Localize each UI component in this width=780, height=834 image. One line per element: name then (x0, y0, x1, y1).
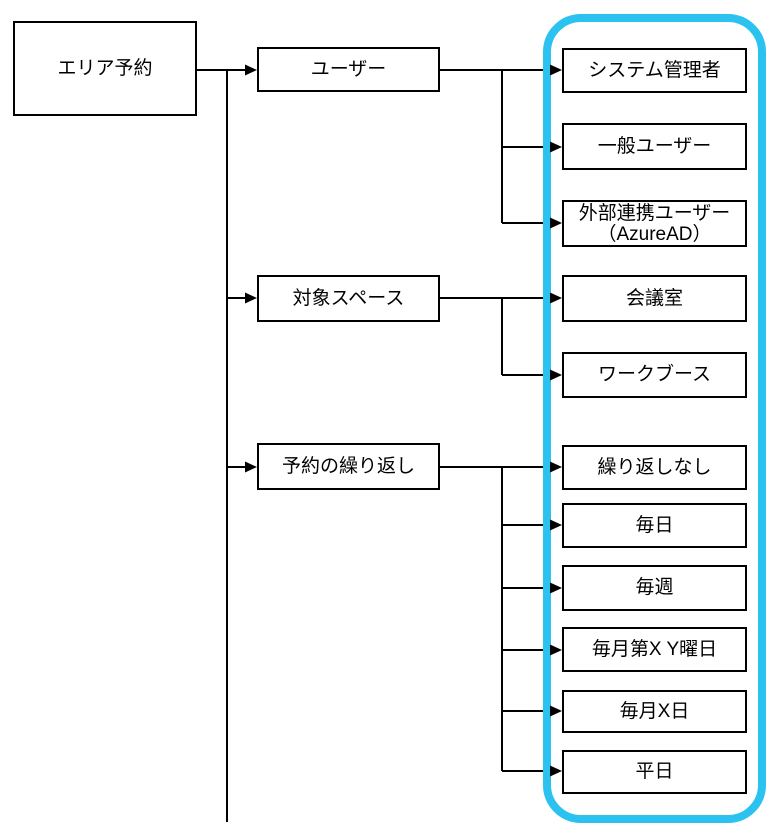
node-target-space: 対象スペース (257, 275, 440, 322)
node-weekly: 毎週 (562, 565, 747, 611)
node-general-user: 一般ユーザー (562, 123, 747, 170)
node-area-reservation: エリア予約 (13, 21, 197, 116)
node-weekday: 平日 (562, 750, 747, 794)
node-monthly-nth-weekday: 毎月第X Y曜日 (562, 627, 747, 672)
node-meeting-room: 会議室 (562, 275, 747, 322)
node-system-admin: システム管理者 (562, 48, 747, 93)
node-reservation-repeat: 予約の繰り返し (257, 443, 440, 490)
node-daily: 毎日 (562, 503, 747, 548)
node-users: ユーザー (257, 47, 440, 92)
node-no-repeat: 繰り返しなし (562, 445, 747, 490)
arrowheads (245, 64, 562, 777)
node-external-user-azuread: 外部連携ユーザー （AzureAD） (562, 200, 747, 247)
node-work-booth: ワークブース (562, 352, 747, 398)
node-monthly-day-x: 毎月X日 (562, 690, 747, 733)
